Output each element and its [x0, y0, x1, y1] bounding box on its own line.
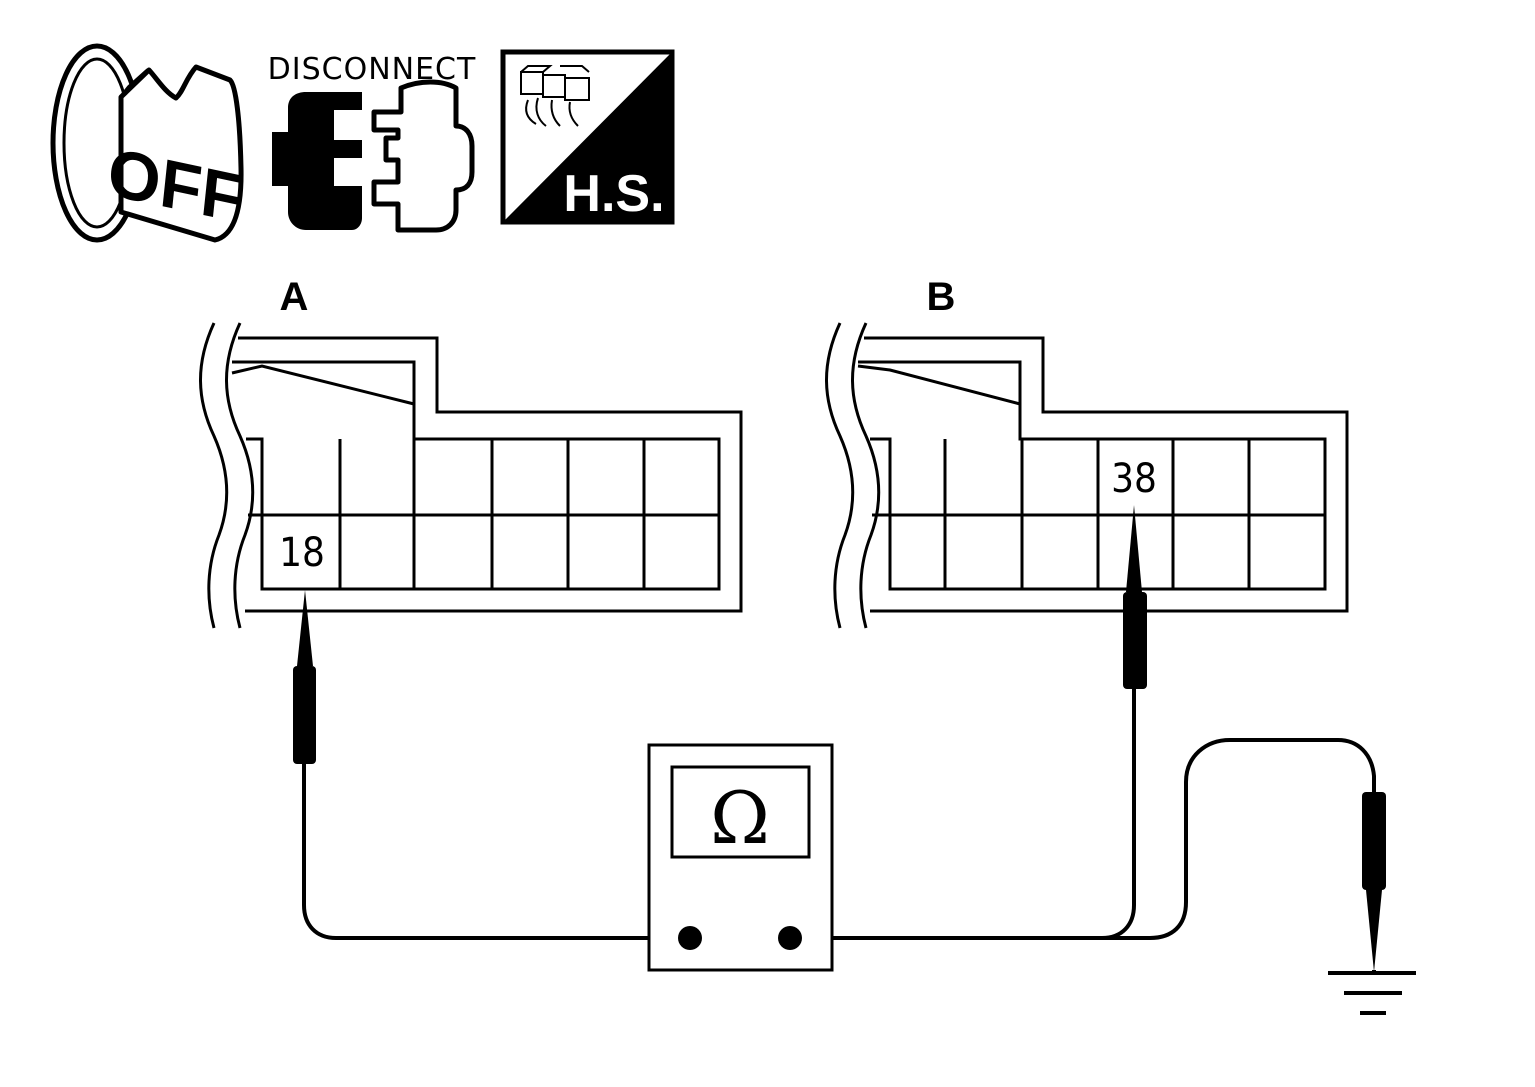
test-leads: [302, 689, 1376, 940]
ohmmeter-icon: Ω: [647, 743, 834, 972]
connector-b-pin-label: 38: [1111, 456, 1157, 502]
connector-a-label: A: [280, 275, 309, 319]
ground-icon: [1328, 970, 1416, 1015]
harness-side-label: H.S.: [563, 165, 664, 223]
connector-b: B 38: [825, 275, 1349, 629]
ground-probe: [1362, 792, 1386, 972]
probe-a: [293, 590, 316, 764]
ignition-key-off-icon: OFF: [50, 43, 246, 243]
meter-terminal-right: [778, 926, 802, 950]
connector-b-label: B: [927, 275, 956, 319]
connector-a-pin-label: 18: [279, 530, 325, 576]
meter-terminal-left: [678, 926, 702, 950]
connector-a: A 18: [199, 275, 743, 629]
probe-b: [1123, 505, 1147, 689]
ohmmeter-symbol: Ω: [710, 776, 770, 860]
connector-disconnect-icon: DISCONNECT: [268, 52, 475, 233]
harness-side-icon: H.S.: [500, 49, 675, 225]
